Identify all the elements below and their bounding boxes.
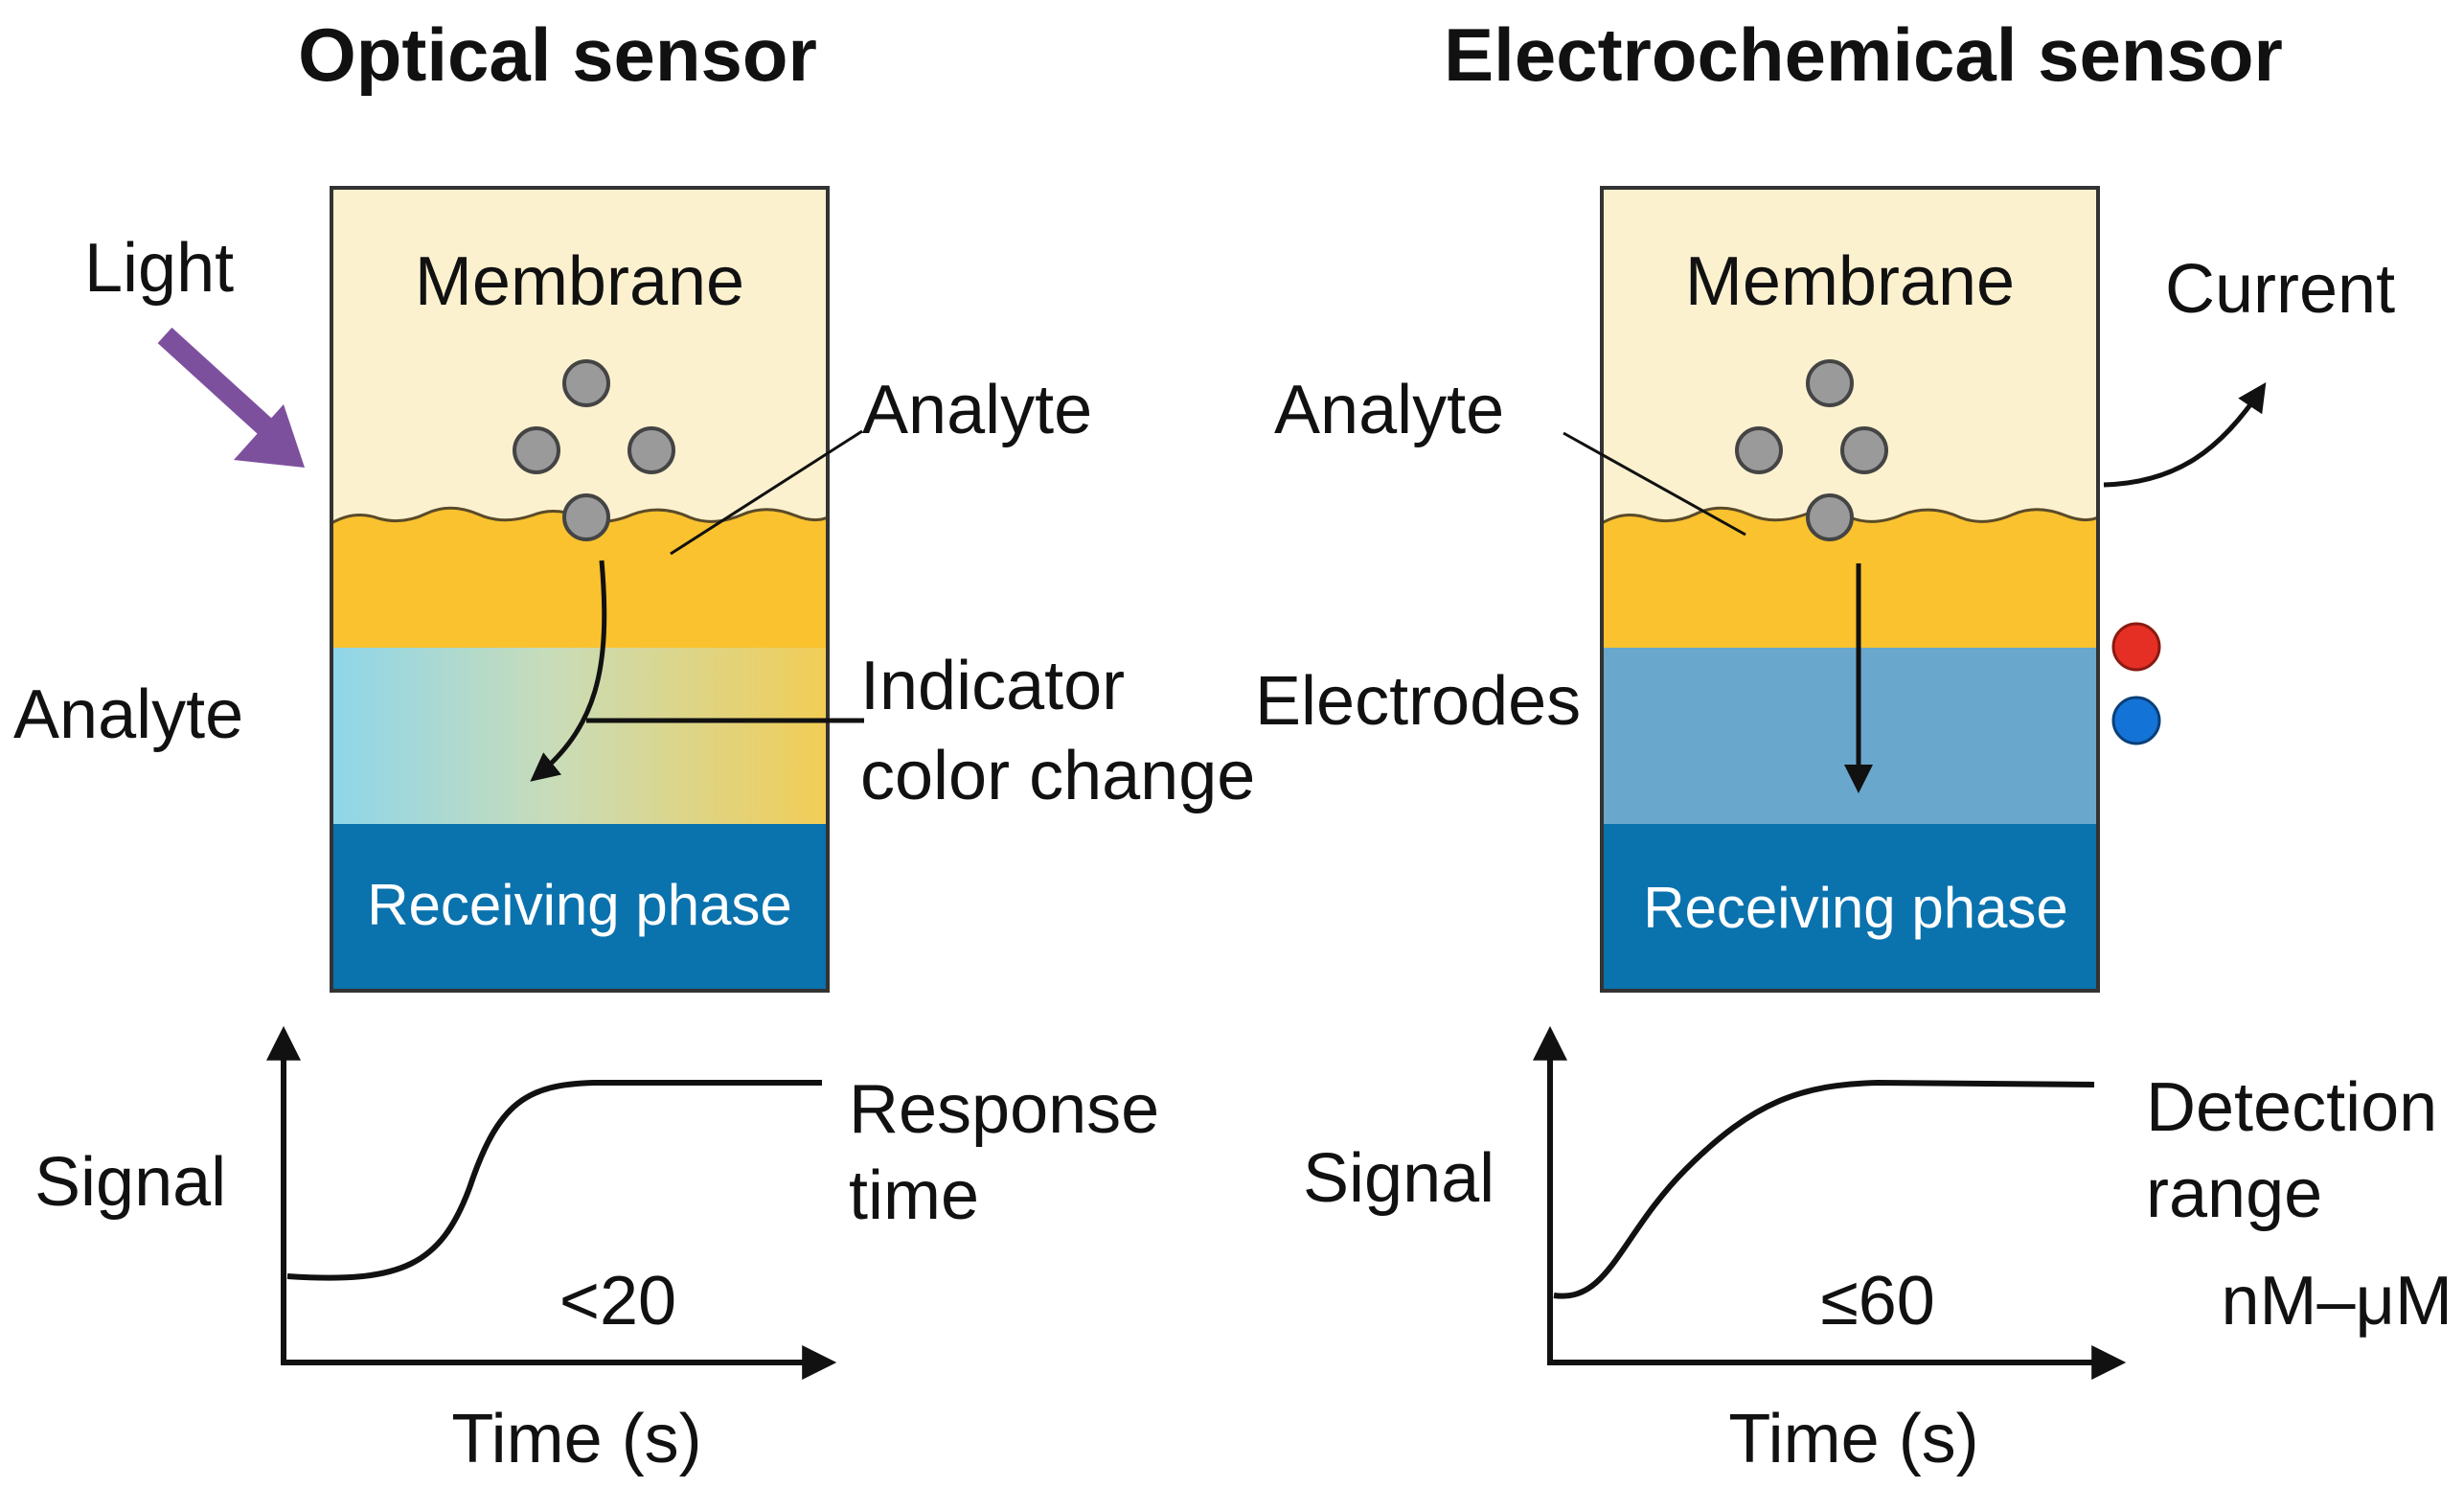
analyte-particle xyxy=(562,493,610,541)
light-arrow-icon xyxy=(157,327,305,468)
response-note-line1: Response xyxy=(849,1071,1159,1148)
response-value: <20 xyxy=(559,1263,676,1339)
detection-value: ≤60 xyxy=(1820,1263,1935,1339)
electro-sensor-box xyxy=(1602,188,2098,991)
receiving-phase-label: Receiving phase xyxy=(367,873,792,937)
electro-detection-graph: Signal Time (s) ≤60 Detection range nM–μ… xyxy=(1303,1025,2453,1477)
analyte-label-right: Analyte xyxy=(862,372,1092,448)
electro-box-border xyxy=(1600,186,2100,993)
membrane-layer xyxy=(1602,188,2098,523)
membrane-layer xyxy=(331,188,828,523)
time-xlabel: Time (s) xyxy=(1728,1401,1978,1477)
detection-range: nM–μM xyxy=(2221,1263,2453,1339)
electrodes-label: Electrodes xyxy=(1255,663,1581,740)
analyte-particle xyxy=(627,426,675,474)
analyte-particle xyxy=(1840,426,1888,474)
electrochemical-sensor-panel: Electrochemical sensor Membrane Analyte … xyxy=(1255,12,2453,1477)
analyte-particle xyxy=(1806,359,1854,407)
signal-curve xyxy=(286,1080,822,1281)
detection-note-line2: range xyxy=(2146,1156,2322,1232)
receiving-phase-label: Receiving phase xyxy=(1643,876,2068,940)
diffusion-arrow xyxy=(530,560,607,782)
analyte-particle xyxy=(1806,493,1854,541)
electrode-layer xyxy=(1602,648,2098,826)
response-note-line2: time xyxy=(849,1157,979,1234)
analyte-particle xyxy=(562,359,610,407)
analyte-particle xyxy=(1735,426,1783,474)
light-label: Light xyxy=(84,230,234,307)
analyte-label: Analyte xyxy=(1274,372,1504,448)
electro-title: Electrochemical sensor xyxy=(1444,12,2283,97)
receiving-phase-layer xyxy=(331,824,828,991)
electrode-blue-dot xyxy=(2111,696,2161,745)
indicator-label-line1: Indicator xyxy=(860,648,1125,724)
analyte-leader-line xyxy=(1563,431,1746,537)
analyte-leader-line xyxy=(670,429,863,556)
membrane-label: Membrane xyxy=(415,243,744,320)
analyte-particles xyxy=(1735,359,1888,541)
analyte-particle xyxy=(513,426,560,474)
optical-sensor-panel: Optical sensor Light Membrane Analyt xyxy=(13,12,1255,1477)
indicator-label-line2: color change xyxy=(860,738,1255,814)
analyte-particles xyxy=(513,359,675,541)
optical-title: Optical sensor xyxy=(298,12,817,97)
time-xlabel: Time (s) xyxy=(451,1401,701,1477)
indicator-layer xyxy=(331,648,828,826)
signal-curve xyxy=(1553,1079,2095,1299)
signal-ylabel: Signal xyxy=(1303,1140,1494,1217)
current-arrow-icon xyxy=(2103,382,2267,488)
optical-sensor-box xyxy=(331,188,828,991)
optical-response-graph: Signal Time (s) <20 Response time xyxy=(34,1025,1159,1477)
signal-ylabel: Signal xyxy=(34,1144,226,1221)
electrode-red-dot xyxy=(2111,622,2161,672)
membrane-label: Membrane xyxy=(1685,243,2015,320)
detection-note-line1: Detection xyxy=(2146,1069,2437,1146)
current-label: Current xyxy=(2165,251,2395,328)
analyte-label-left: Analyte xyxy=(13,676,243,753)
receiving-phase-layer xyxy=(1602,824,2098,991)
optical-box-border xyxy=(330,186,830,993)
